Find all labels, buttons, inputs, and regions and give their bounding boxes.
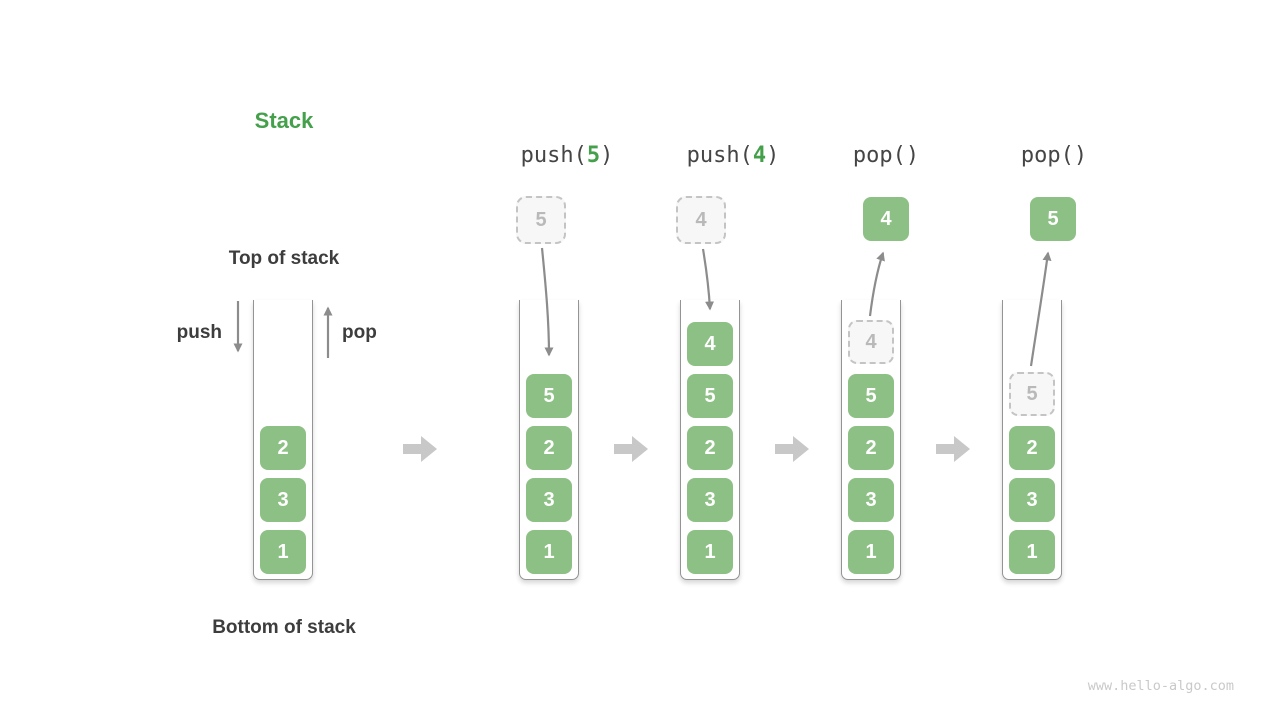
op-text: ) <box>766 143 780 168</box>
stack-item-ghost: 5 <box>1009 372 1055 416</box>
stack-item: 1 <box>260 530 306 574</box>
op-arg: 4 <box>752 143 767 168</box>
pop-label: pop <box>342 322 377 343</box>
op-header-push-4: push(4) <box>633 143 833 169</box>
step-arrow <box>403 436 437 462</box>
stack-item: 2 <box>260 426 306 470</box>
op-header-pop-2: pop() <box>954 143 1154 169</box>
stack-item: 4 <box>687 322 733 366</box>
popped-item: 4 <box>863 197 909 241</box>
pending-push-item: 4 <box>676 196 726 244</box>
op-text: pop() <box>1020 143 1088 168</box>
stack-item: 2 <box>848 426 894 470</box>
stack-item: 1 <box>526 530 572 574</box>
diagram-title: Stack <box>254 108 314 133</box>
stack-item: 2 <box>1009 426 1055 470</box>
stack-item: 3 <box>526 478 572 522</box>
top-of-stack-label: Top of stack <box>228 248 340 269</box>
op-text: ) <box>600 143 614 168</box>
pending-push-item: 5 <box>516 196 566 244</box>
op-text: pop() <box>852 143 920 168</box>
stack-item: 5 <box>526 374 572 418</box>
step-arrow <box>936 436 970 462</box>
op-arg: 5 <box>586 143 601 168</box>
step-arrow <box>614 436 648 462</box>
stack-item: 3 <box>687 478 733 522</box>
stack-item: 5 <box>687 374 733 418</box>
op-text: push( <box>686 143 753 168</box>
stack-item: 3 <box>1009 478 1055 522</box>
stack-item: 2 <box>526 426 572 470</box>
push-label: push <box>176 322 222 343</box>
stack-item: 3 <box>848 478 894 522</box>
watermark: www.hello-algo.com <box>1087 678 1234 694</box>
stack-item: 1 <box>1009 530 1055 574</box>
stack-item: 2 <box>687 426 733 470</box>
step-arrow <box>775 436 809 462</box>
op-text: push( <box>520 143 587 168</box>
bottom-of-stack-label: Bottom of stack <box>212 617 356 638</box>
popped-item: 5 <box>1030 197 1076 241</box>
op-header-pop-1: pop() <box>786 143 986 169</box>
op-header-push-5: push(5) <box>467 143 667 169</box>
stack-item: 3 <box>260 478 306 522</box>
stack-item: 1 <box>848 530 894 574</box>
stack-item: 1 <box>687 530 733 574</box>
stack-item: 5 <box>848 374 894 418</box>
stack-item-ghost: 4 <box>848 320 894 364</box>
